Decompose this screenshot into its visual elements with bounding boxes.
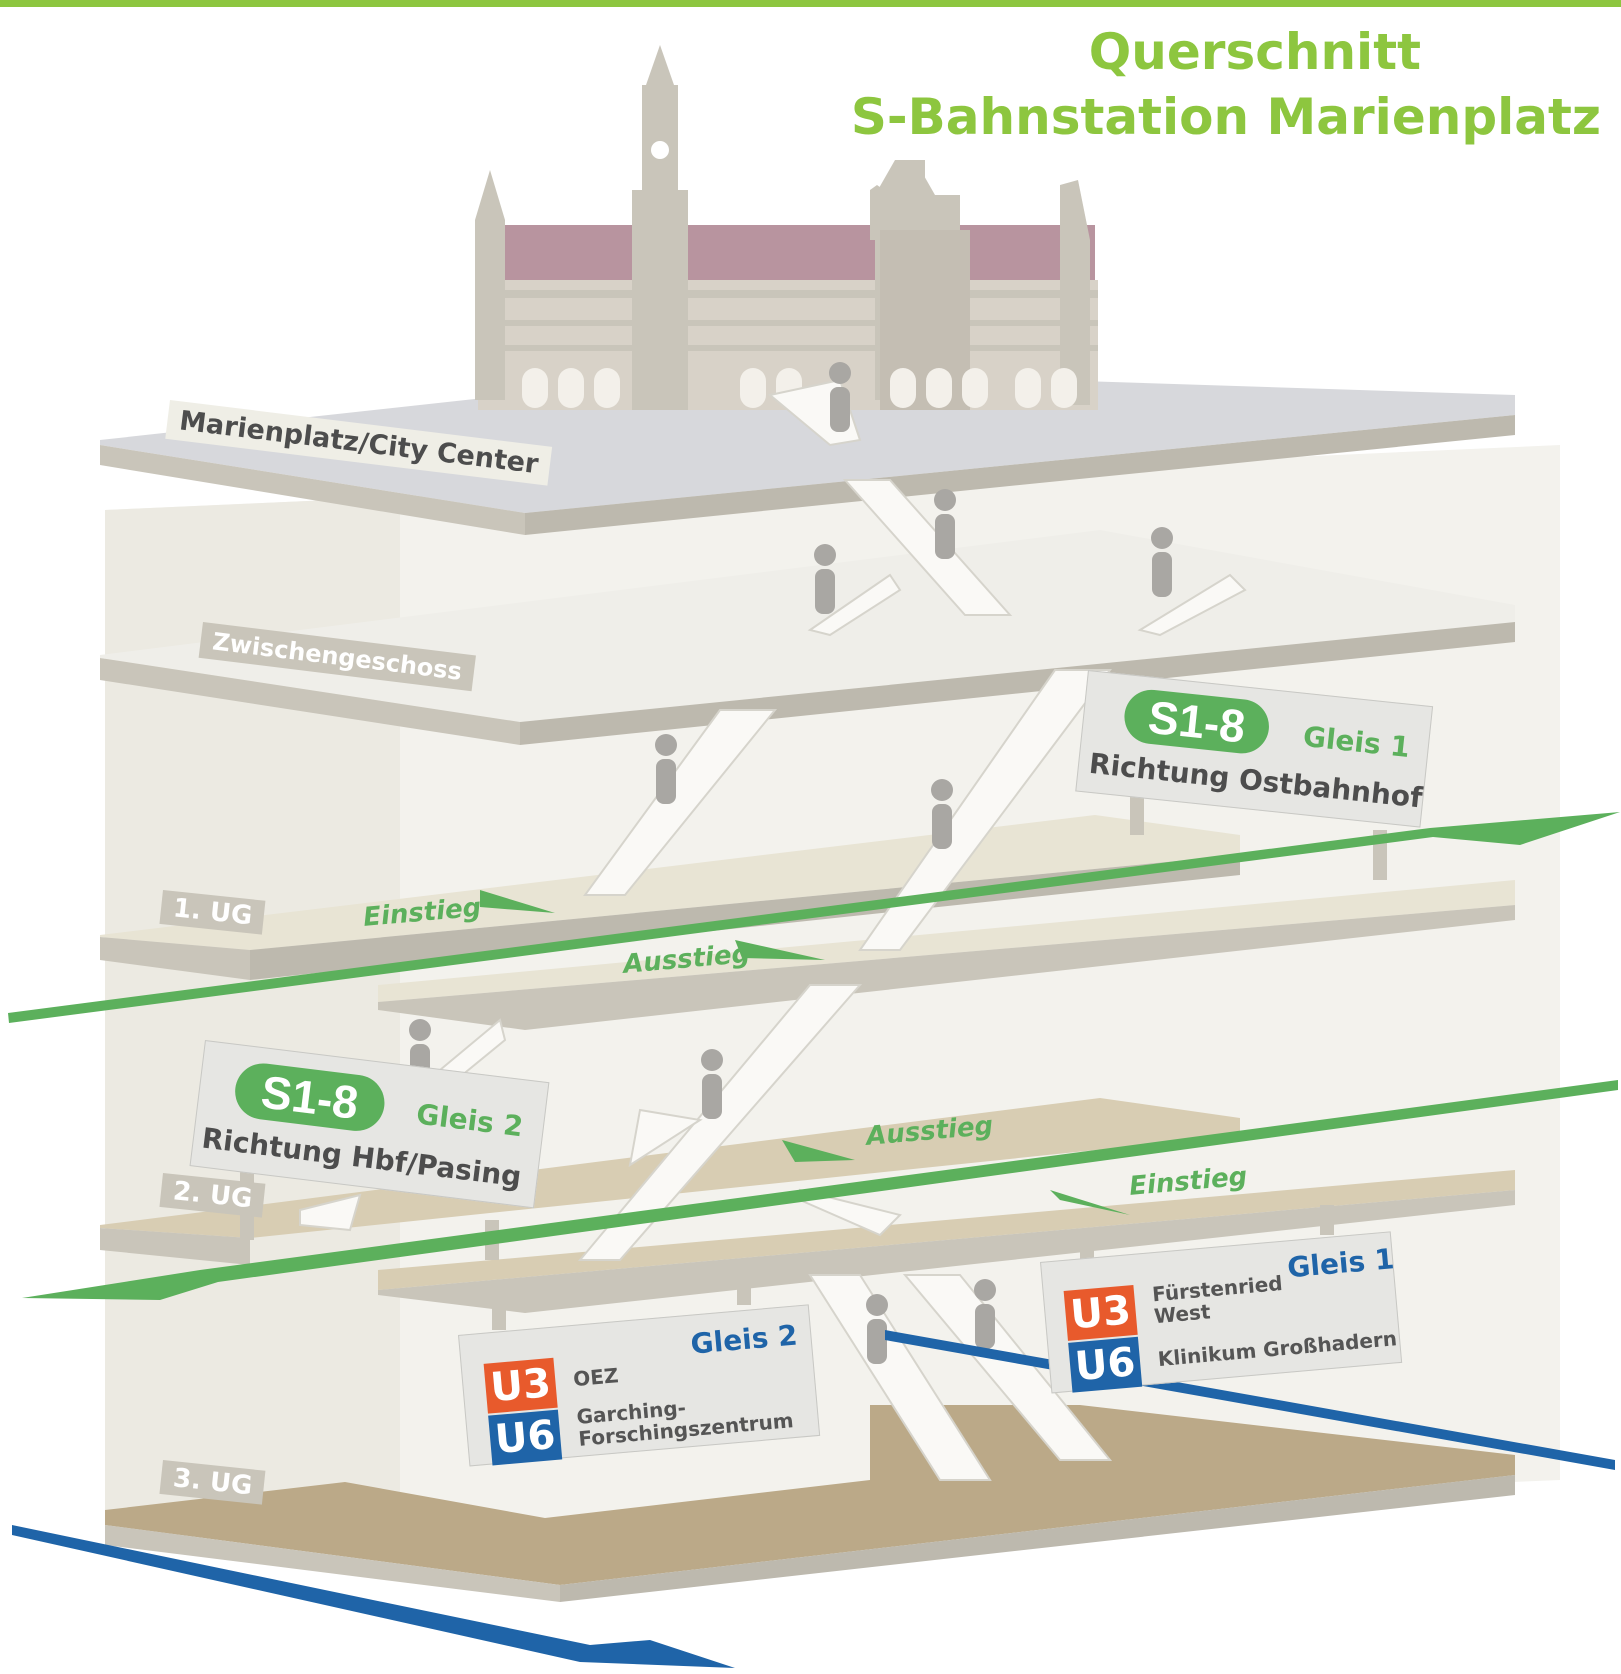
surface-slab-side	[525, 415, 1515, 535]
mezzanine-slab-front	[100, 658, 520, 745]
sbahn-gleis-label: Gleis 2	[414, 1097, 525, 1144]
u3-destination: OEZ	[572, 1363, 620, 1392]
ubahn-gleis-label: Gleis 2	[689, 1318, 799, 1361]
ug1-platform-front-edge	[378, 905, 1515, 1030]
top-rule	[0, 0, 1621, 7]
sbahn-gleis-label: Gleis 1	[1301, 719, 1412, 764]
u6-destination: Klinikum Großhadern	[1156, 1326, 1398, 1372]
ug2-platform-front	[378, 1170, 1515, 1290]
u6-line-badge: U6	[1068, 1336, 1143, 1393]
sbahn-line-badge: S1-8	[231, 1060, 388, 1135]
u3-line-badge: U3	[483, 1357, 558, 1414]
u3-destination-line-1: Fürstenried	[1151, 1270, 1284, 1307]
sbahn-line-badge: S1-8	[1121, 687, 1272, 757]
u3-destination-line-2: West	[1153, 1299, 1212, 1329]
surface-slab-front	[100, 445, 525, 535]
surface-slab-top	[100, 370, 1515, 513]
people-figures	[409, 362, 1173, 1364]
u6-line-badge: U6	[488, 1409, 563, 1466]
ug2-platform-back-front	[100, 1228, 250, 1265]
title-line-2: S-Bahnstation Marienplatz	[850, 88, 1601, 146]
escalators	[299, 378, 1247, 1481]
ubahn-gleis-label: Gleis 1	[1286, 1242, 1396, 1285]
direction-arrows-green	[480, 890, 1130, 1215]
ug3-platform-side	[560, 1475, 1515, 1602]
ug1-platform-back-front	[100, 937, 250, 980]
ug1-platform-front	[378, 880, 1515, 1002]
sbahn-tracks	[8, 812, 1620, 1300]
u3-line-badge: U3	[1063, 1284, 1138, 1341]
ug2-platform-front-edge	[378, 1190, 1515, 1313]
ug3-platform-top	[105, 1405, 1515, 1585]
ug3-platform-front	[105, 1525, 560, 1602]
rathaus-building	[475, 45, 1098, 410]
title-line-1: Querschnitt	[1088, 23, 1421, 81]
